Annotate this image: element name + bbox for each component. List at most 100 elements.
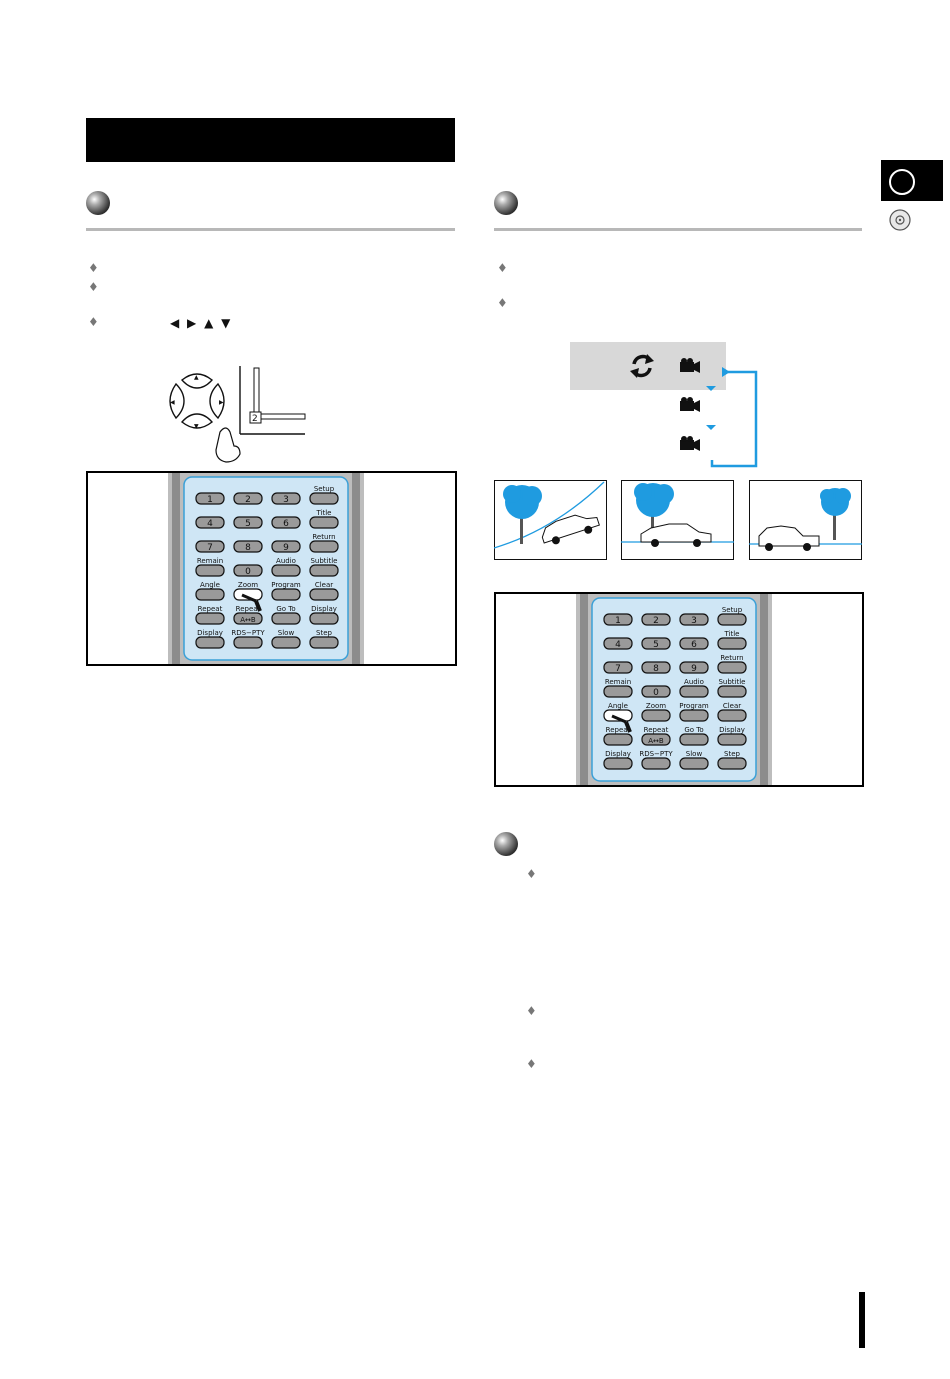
language-tab xyxy=(881,160,943,201)
remote-key[interactable]: Remain xyxy=(603,678,633,698)
remote-key[interactable]: Program xyxy=(679,702,709,722)
camera-icon xyxy=(680,358,700,373)
remote-key[interactable]: Setup xyxy=(717,606,747,626)
remote-key[interactable]: Angle xyxy=(603,702,633,722)
remote-key[interactable]: 4 xyxy=(195,516,225,529)
remote-key[interactable]: 6 xyxy=(271,516,301,529)
remote-key[interactable]: 1 xyxy=(195,492,225,505)
bullet-icon: ♦ xyxy=(497,296,508,310)
remote-key[interactable]: Clear xyxy=(309,581,339,601)
remote-key[interactable]: Slow xyxy=(271,629,301,649)
remote-key[interactable]: Step xyxy=(309,629,339,649)
remote-key-caption: Display xyxy=(311,605,337,613)
remote-key[interactable]: Return xyxy=(717,654,747,674)
remote-key-caption: Repeat xyxy=(198,605,223,613)
remote-key[interactable]: 0 xyxy=(233,564,263,577)
remote-key[interactable]: Go To xyxy=(679,726,709,746)
remote-key[interactable]: Repeat xyxy=(195,605,225,625)
remote-key-caption: Go To xyxy=(276,605,295,613)
section-ball-icon xyxy=(86,191,110,215)
remote-key[interactable]: 4 xyxy=(603,637,633,650)
remote-key[interactable]: 9 xyxy=(271,540,301,553)
remote-key[interactable]: Clear xyxy=(717,702,747,722)
bullet-icon: ♦ xyxy=(497,261,508,275)
remote-key[interactable]: Setup xyxy=(309,485,339,505)
remote-key[interactable]: Remain xyxy=(195,557,225,577)
right-section-heading xyxy=(494,188,862,231)
remote-key[interactable]: 2 xyxy=(641,613,671,626)
remote-key-caption: Display xyxy=(719,726,745,734)
remote-key[interactable]: Zoom xyxy=(641,702,671,722)
remote-key-label: 7 xyxy=(207,543,213,553)
remote-key-label: 6 xyxy=(283,519,289,529)
remote-key-caption: Slow xyxy=(278,629,295,637)
svg-text:◀: ◀ xyxy=(170,399,175,406)
remote-key[interactable]: 7 xyxy=(195,540,225,553)
remote-key[interactable]: 8 xyxy=(233,540,263,553)
remote-key[interactable]: RDS−PTY xyxy=(231,629,265,649)
note-heading xyxy=(494,830,524,860)
left-button xyxy=(169,382,185,420)
remote-key[interactable]: Return xyxy=(309,533,339,553)
remote-key[interactable]: Zoom xyxy=(233,581,263,601)
remote-key[interactable]: Audio xyxy=(271,557,301,577)
remote-key-caption: Remain xyxy=(605,678,631,686)
remote-key-caption: Repeat xyxy=(644,726,669,734)
remote-panel xyxy=(183,476,349,661)
remote-key[interactable]: 0 xyxy=(641,685,671,698)
angle-view-3 xyxy=(749,480,862,560)
remote-key[interactable]: 5 xyxy=(233,516,263,529)
remote-key[interactable]: 1 xyxy=(603,613,633,626)
remote-key-label: 0 xyxy=(653,688,659,698)
remote-key-caption: Step xyxy=(316,629,332,637)
hand-icon xyxy=(215,427,241,463)
remote-key-caption: Zoom xyxy=(238,581,258,589)
remote-key[interactable]: 9 xyxy=(679,661,709,674)
remote-key[interactable]: 5 xyxy=(641,637,671,650)
bullet-icon: ♦ xyxy=(526,1057,537,1071)
remote-key[interactable]: Title xyxy=(309,509,339,529)
remote-key-label: 2 xyxy=(245,495,251,505)
up-button xyxy=(180,373,214,389)
remote-key[interactable]: Slow xyxy=(679,750,709,770)
remote-key[interactable]: Display xyxy=(195,629,225,649)
remote-key-label: 9 xyxy=(283,543,289,553)
language-circle-icon xyxy=(889,169,915,195)
remote-key-caption: Program xyxy=(271,581,301,589)
remote-key-caption: Return xyxy=(720,654,743,662)
remote-key[interactable]: Repeat xyxy=(603,726,633,746)
remote-key[interactable]: Step xyxy=(717,750,747,770)
remote-key[interactable]: Subtitle xyxy=(717,678,747,698)
remote-key[interactable]: Display xyxy=(717,726,747,746)
remote-key[interactable]: Display xyxy=(309,605,339,625)
remote-key[interactable]: Title xyxy=(717,630,747,650)
bullet-icon: ♦ xyxy=(526,1004,537,1018)
remote-key-label: 8 xyxy=(245,543,251,553)
remote-key[interactable]: 3 xyxy=(271,492,301,505)
remote-key[interactable]: 8 xyxy=(641,661,671,674)
remote-key-caption: Subtitle xyxy=(310,557,337,565)
remote-key[interactable]: 2 xyxy=(233,492,263,505)
remote-key[interactable]: Audio xyxy=(679,678,709,698)
remote-key-label: 5 xyxy=(245,519,251,529)
remote-key[interactable]: Angle xyxy=(195,581,225,601)
direction-pad-illustration: ▲▼ ◀▶ 2 xyxy=(169,366,306,463)
bullet-icon: ♦ xyxy=(88,261,99,275)
remote-key[interactable]: Display xyxy=(603,750,633,770)
remote-key-label: 0 xyxy=(245,567,251,577)
remote-key[interactable]: 7 xyxy=(603,661,633,674)
remote-key[interactable]: Subtitle xyxy=(309,557,339,577)
remote-key[interactable]: RDS−PTY xyxy=(639,750,673,770)
page-marker xyxy=(859,1292,865,1348)
remote-key[interactable]: 3 xyxy=(679,613,709,626)
remote-key[interactable]: Go To xyxy=(271,605,301,625)
remote-key[interactable]: Program xyxy=(271,581,301,601)
remote-key-caption: Repeat xyxy=(606,726,631,734)
remote-key[interactable]: 6 xyxy=(679,637,709,650)
down-button xyxy=(180,413,214,429)
remote-key-label: 8 xyxy=(653,664,659,674)
